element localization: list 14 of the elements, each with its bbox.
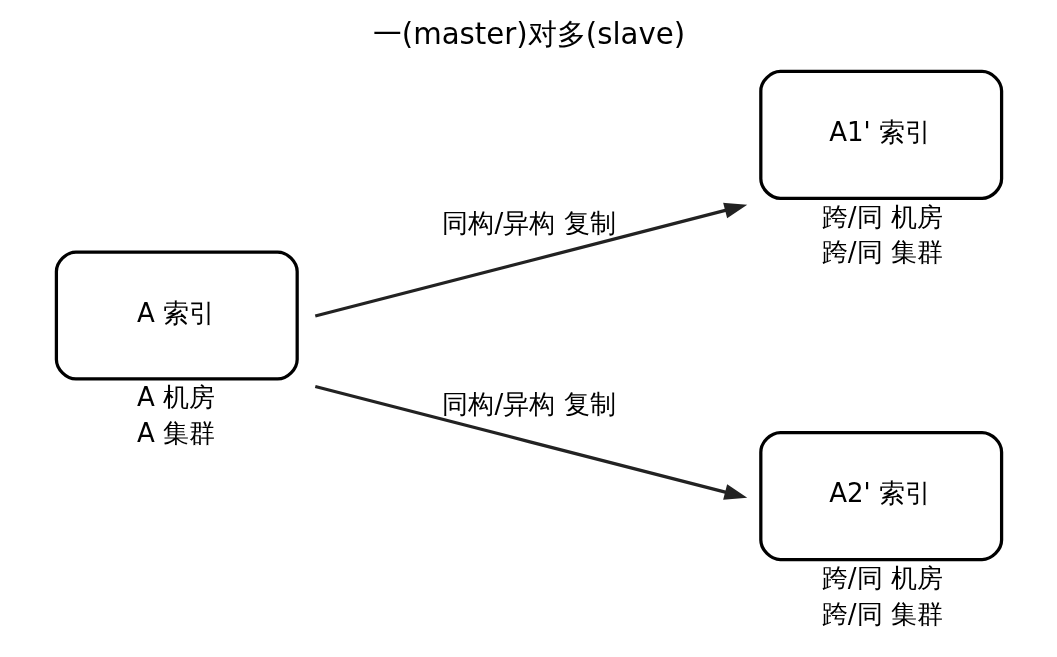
arrow (314, 202, 747, 318)
edge-label: 同构/异构 复制 (441, 208, 616, 239)
node-label: 跨/同 集群 (821, 598, 943, 629)
node-label: 跨/同 机房 (821, 201, 943, 232)
diagram-title: 一(master)对多(slave) (372, 17, 685, 52)
edge-label: 同构/异构 复制 (441, 388, 616, 419)
node-label: 跨/同 集群 (821, 237, 943, 268)
node-label: 跨/同 机房 (821, 562, 943, 593)
node-box: A 索引 (54, 250, 299, 381)
node-label: A 机房 (136, 382, 215, 413)
node-box: A2' 索引 (758, 431, 1003, 562)
node-label: A 集群 (136, 418, 215, 449)
arrow (314, 384, 747, 500)
node-box: A1' 索引 (758, 69, 1003, 200)
